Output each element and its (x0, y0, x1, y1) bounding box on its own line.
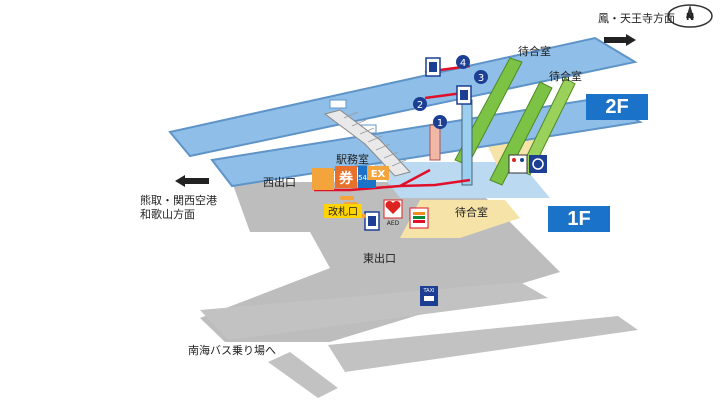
aed-icon (383, 199, 403, 219)
escalator-b (489, 81, 553, 186)
direction-southwest-2: 和歌山方面 (140, 207, 195, 221)
elevator-icon-mid (456, 85, 472, 105)
stairs (323, 109, 411, 177)
direction-southwest-1: 熊取・関西空港 (140, 193, 217, 207)
north-arrow (604, 34, 636, 46)
elevator-icon-ground (364, 211, 380, 231)
shelter-upper (329, 99, 347, 109)
aed-label: AED (387, 220, 400, 227)
platform-badge-4 (456, 55, 470, 69)
bus-stop-label: 南海バス乗り場へ (188, 343, 276, 357)
platform-badge-2 (413, 97, 427, 111)
ex-mark-bg (367, 166, 389, 180)
taxi-label: TAXI (423, 288, 435, 294)
compass-icon (667, 4, 713, 28)
floor-tag-1f: 1F (548, 206, 610, 232)
elevator-icon-upper (425, 57, 441, 77)
waiting-room-2f-a-label: 待合室 (518, 44, 551, 58)
ticket-machine-kanji-bg (335, 166, 357, 188)
road-strip (200, 282, 548, 340)
waiting-room-1f-label: 待合室 (455, 205, 488, 219)
southwest-arrow (175, 175, 209, 187)
floor-tag-2f: 2F (586, 94, 648, 120)
bus-stop-path (268, 352, 338, 398)
platform-badge-3 (474, 70, 488, 84)
east-exit-label: 東出口 (363, 251, 396, 265)
platform-number-4: 4 (460, 58, 466, 69)
platform-number-3: 3 (478, 73, 484, 84)
toilet-icon (508, 154, 528, 174)
wheelchair-icon (529, 155, 547, 173)
stair-lines (343, 111, 407, 167)
taxi-icon (420, 286, 438, 306)
ticket-gate-label-bg (324, 204, 362, 218)
ticket-gate-label: 改札口 (328, 205, 358, 218)
ticket-kanji: 券 (339, 170, 354, 187)
direction-north: 鳳・天王寺方面 (598, 11, 675, 25)
waiting-room-1f (400, 200, 520, 238)
platform-number-2: 2 (417, 100, 423, 111)
platform-badge-1 (433, 115, 447, 129)
ex-mark: EX (371, 169, 386, 180)
station-office-label: 駅務室 (336, 152, 369, 166)
bus-lane (328, 316, 638, 372)
elevator-shaft-b (461, 99, 473, 186)
west-exit-label: 西出口 (263, 175, 296, 189)
ticket-machine-orange (312, 168, 334, 190)
waiting-room-2f-b-label: 待合室 (549, 69, 582, 83)
convenience-store-icon (409, 207, 429, 229)
elevator-shaft-a (429, 124, 441, 161)
compass-letter: N (686, 12, 694, 23)
platform-number-1: 1 (437, 118, 443, 129)
